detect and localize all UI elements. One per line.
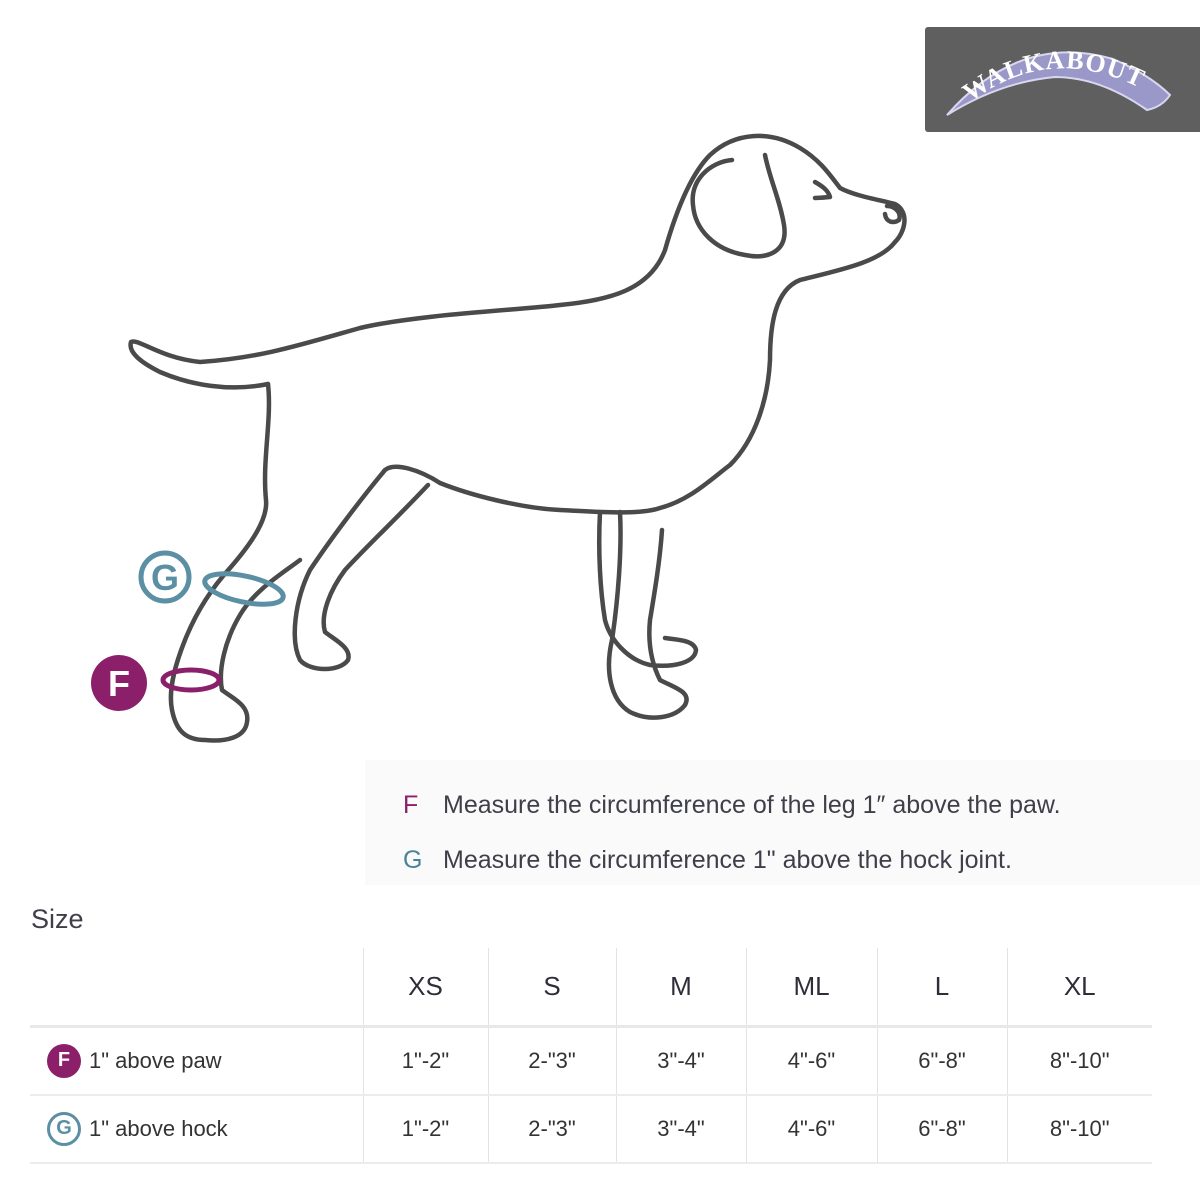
- size-title: Size: [31, 904, 84, 934]
- f-badge: F: [47, 1043, 81, 1078]
- instruction-f: F Measure the circumference of the leg 1″…: [403, 791, 1061, 820]
- table-header-row: XS S M ML L XL: [30, 948, 1152, 1027]
- dog-ear: [690, 152, 787, 259]
- table-cell: 8"-10": [1006, 1026, 1152, 1095]
- size-header: M: [615, 948, 746, 1027]
- size-header: L: [876, 948, 1007, 1027]
- dog-body-outline: [128, 133, 907, 515]
- instruction-letter: G: [403, 846, 423, 874]
- table-row: G 1" above hock 1"-2" 2-"3" 3"-4" 4"-6" …: [30, 1094, 1152, 1163]
- dog-front-leg: [606, 509, 689, 720]
- size-table: XS S M ML L XL F 1" above paw 1"-2" 2-"3…: [30, 948, 1152, 1164]
- g-measure-ring: [202, 571, 286, 607]
- table-cell: 6"-8": [876, 1026, 1007, 1095]
- measure-instructions: F Measure the circumference of the leg 1″…: [365, 760, 1200, 885]
- table-cell: 8"-10": [1006, 1094, 1152, 1163]
- row-label: 1" above paw: [89, 1047, 222, 1073]
- table-cell: 2-"3": [487, 1094, 616, 1163]
- walkabout-logo: WALKABOUT: [925, 27, 1200, 132]
- instruction-letter: F: [403, 791, 419, 819]
- dog-illustration: G F: [91, 133, 907, 743]
- row-label-cell: G 1" above hock: [30, 1095, 363, 1163]
- instruction-text: Measure the circumference 1" above the h…: [443, 846, 1012, 874]
- table-cell: 2-"3": [487, 1026, 616, 1095]
- dog-hind-leg-far: [292, 464, 443, 672]
- row-label: 1" above hock: [89, 1115, 228, 1141]
- table-cell: 1"-2": [362, 1026, 488, 1095]
- f-marker-circle: [91, 655, 147, 711]
- table-row: F 1" above paw 1"-2" 2-"3" 3"-4" 4"-6" 6…: [30, 1026, 1152, 1095]
- g-badge: G: [47, 1111, 81, 1146]
- table-cell: 1"-2": [362, 1094, 488, 1163]
- g-marker-circle: [138, 550, 192, 604]
- table-cell: 6"-8": [876, 1094, 1007, 1163]
- instruction-g: G Measure the circumference 1" above the …: [403, 846, 1012, 875]
- f-measure-ring: [160, 667, 222, 693]
- table-cell: 3"-4": [615, 1026, 746, 1095]
- size-header: S: [487, 948, 616, 1027]
- table-cell: 4"-6": [745, 1094, 877, 1163]
- f-marker-label: F: [108, 663, 130, 704]
- instruction-text: Measure the circumference of the leg 1″ …: [443, 791, 1061, 819]
- header-blank: [30, 948, 363, 1027]
- size-header: XS: [362, 948, 488, 1027]
- size-header: ML: [745, 948, 877, 1027]
- row-label-cell: F 1" above paw: [30, 1027, 363, 1095]
- dog-front-leg-far: [596, 509, 699, 668]
- size-header: XL: [1006, 948, 1152, 1027]
- table-cell: 3"-4": [615, 1094, 746, 1163]
- dog-nose: [882, 203, 902, 225]
- dog-eye: [812, 179, 833, 201]
- g-marker-label: G: [151, 557, 179, 598]
- table-cell: 4"-6": [745, 1026, 877, 1095]
- dog-hind-leg: [168, 381, 303, 743]
